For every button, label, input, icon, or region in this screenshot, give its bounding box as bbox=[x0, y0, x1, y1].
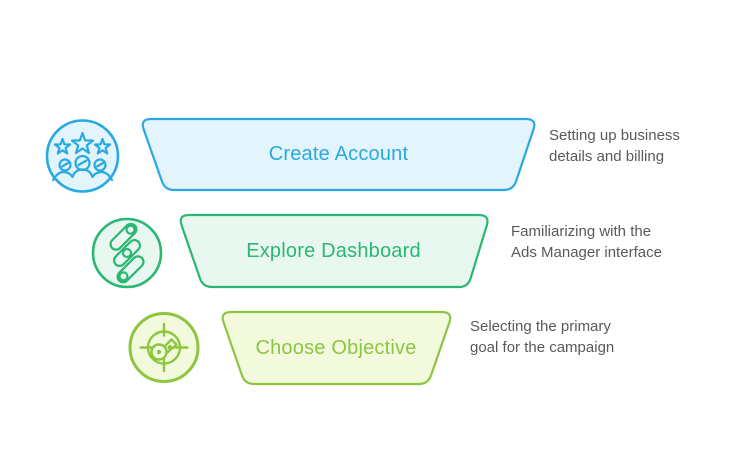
team-rating-icon bbox=[45, 119, 120, 193]
target-gauge-icon bbox=[128, 312, 200, 383]
description-line: Familiarizing with the bbox=[511, 223, 652, 240]
step-description-explore-dashboard: Familiarizing with the Ads Manager inter… bbox=[511, 221, 662, 263]
step-shape-choose-objective bbox=[221, 310, 452, 386]
description-line: Selecting the primary bbox=[470, 318, 611, 335]
description-line: details and billing bbox=[549, 148, 665, 165]
description-line: goal for the campaign bbox=[470, 339, 615, 356]
sliders-icon bbox=[91, 217, 163, 289]
description-line: Ads Manager interface bbox=[511, 244, 662, 261]
step-shape-explore-dashboard bbox=[179, 213, 489, 289]
description-line: Setting up business bbox=[549, 127, 680, 144]
step-description-choose-objective: Selecting the primary goal for the campa… bbox=[470, 316, 614, 358]
step-description-create-account: Setting up business details and billing bbox=[549, 125, 680, 167]
step-shape-create-account bbox=[141, 117, 536, 192]
